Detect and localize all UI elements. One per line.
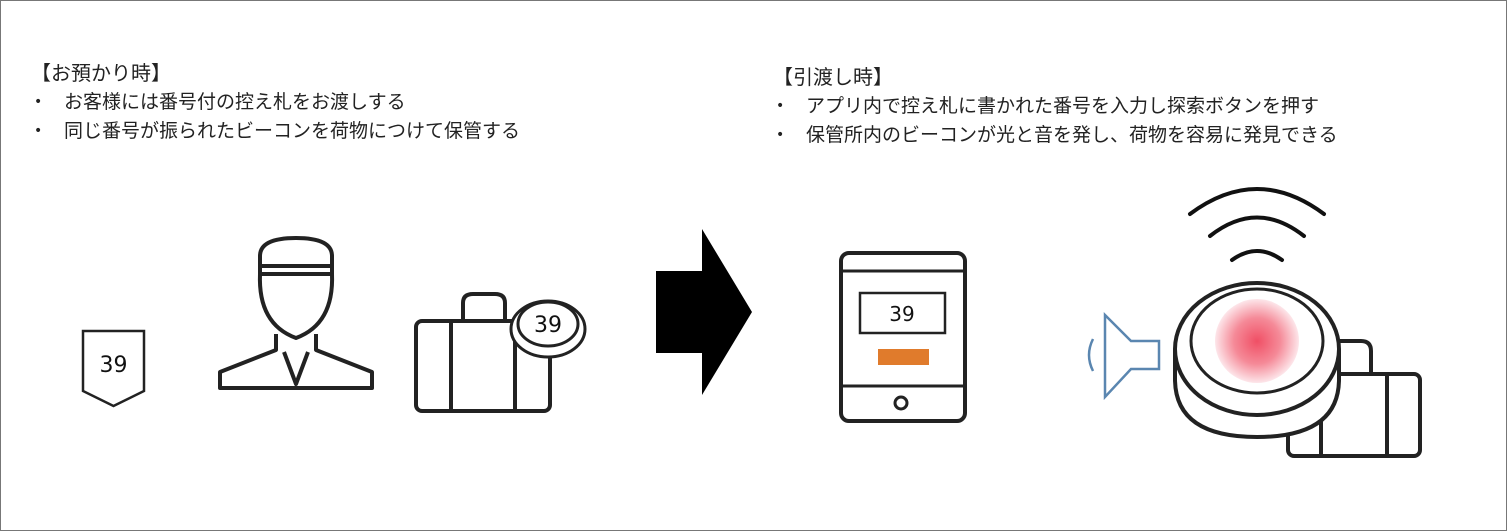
handover-item: 保管所内のビーコンが光と音を発し、荷物を容易に発見できる bbox=[773, 121, 1338, 150]
deposit-item: 同じ番号が振られたビーコンを荷物につけて保管する bbox=[31, 117, 520, 146]
beacon-light bbox=[1215, 299, 1299, 383]
speaker-icon bbox=[1087, 311, 1161, 401]
handover-title: 【引渡し時】 bbox=[773, 65, 893, 89]
deposit-title: 【お預かり時】 bbox=[31, 61, 171, 85]
beacon-number: 39 bbox=[534, 313, 562, 338]
bellhop-icon bbox=[218, 236, 374, 390]
tablet-app-icon: 39 bbox=[839, 251, 967, 423]
deposit-item: お客様には番号付の控え札をお渡しする bbox=[31, 88, 520, 117]
handover-item: アプリ内で控え札に書かれた番号を入力し探索ボタンを押す bbox=[773, 92, 1338, 121]
signal-waves-icon bbox=[1188, 187, 1326, 262]
luggage-with-beacon-icon: 39 bbox=[414, 292, 587, 413]
search-button[interactable] bbox=[878, 349, 929, 365]
handover-section: 【引渡し時】 アプリ内で控え札に書かれた番号を入力し探索ボタンを押す 保管所内の… bbox=[773, 63, 1338, 150]
claim-tag-icon: 39 bbox=[81, 329, 146, 408]
tag-number: 39 bbox=[100, 353, 128, 378]
right-arrow-icon bbox=[656, 229, 752, 395]
glowing-beacon-with-luggage-icon bbox=[1173, 281, 1422, 458]
deposit-section: 【お預かり時】 お客様には番号付の控え札をお渡しする 同じ番号が振られたビーコン… bbox=[31, 59, 520, 146]
input-value: 39 bbox=[889, 302, 914, 326]
number-input[interactable] bbox=[858, 291, 947, 335]
